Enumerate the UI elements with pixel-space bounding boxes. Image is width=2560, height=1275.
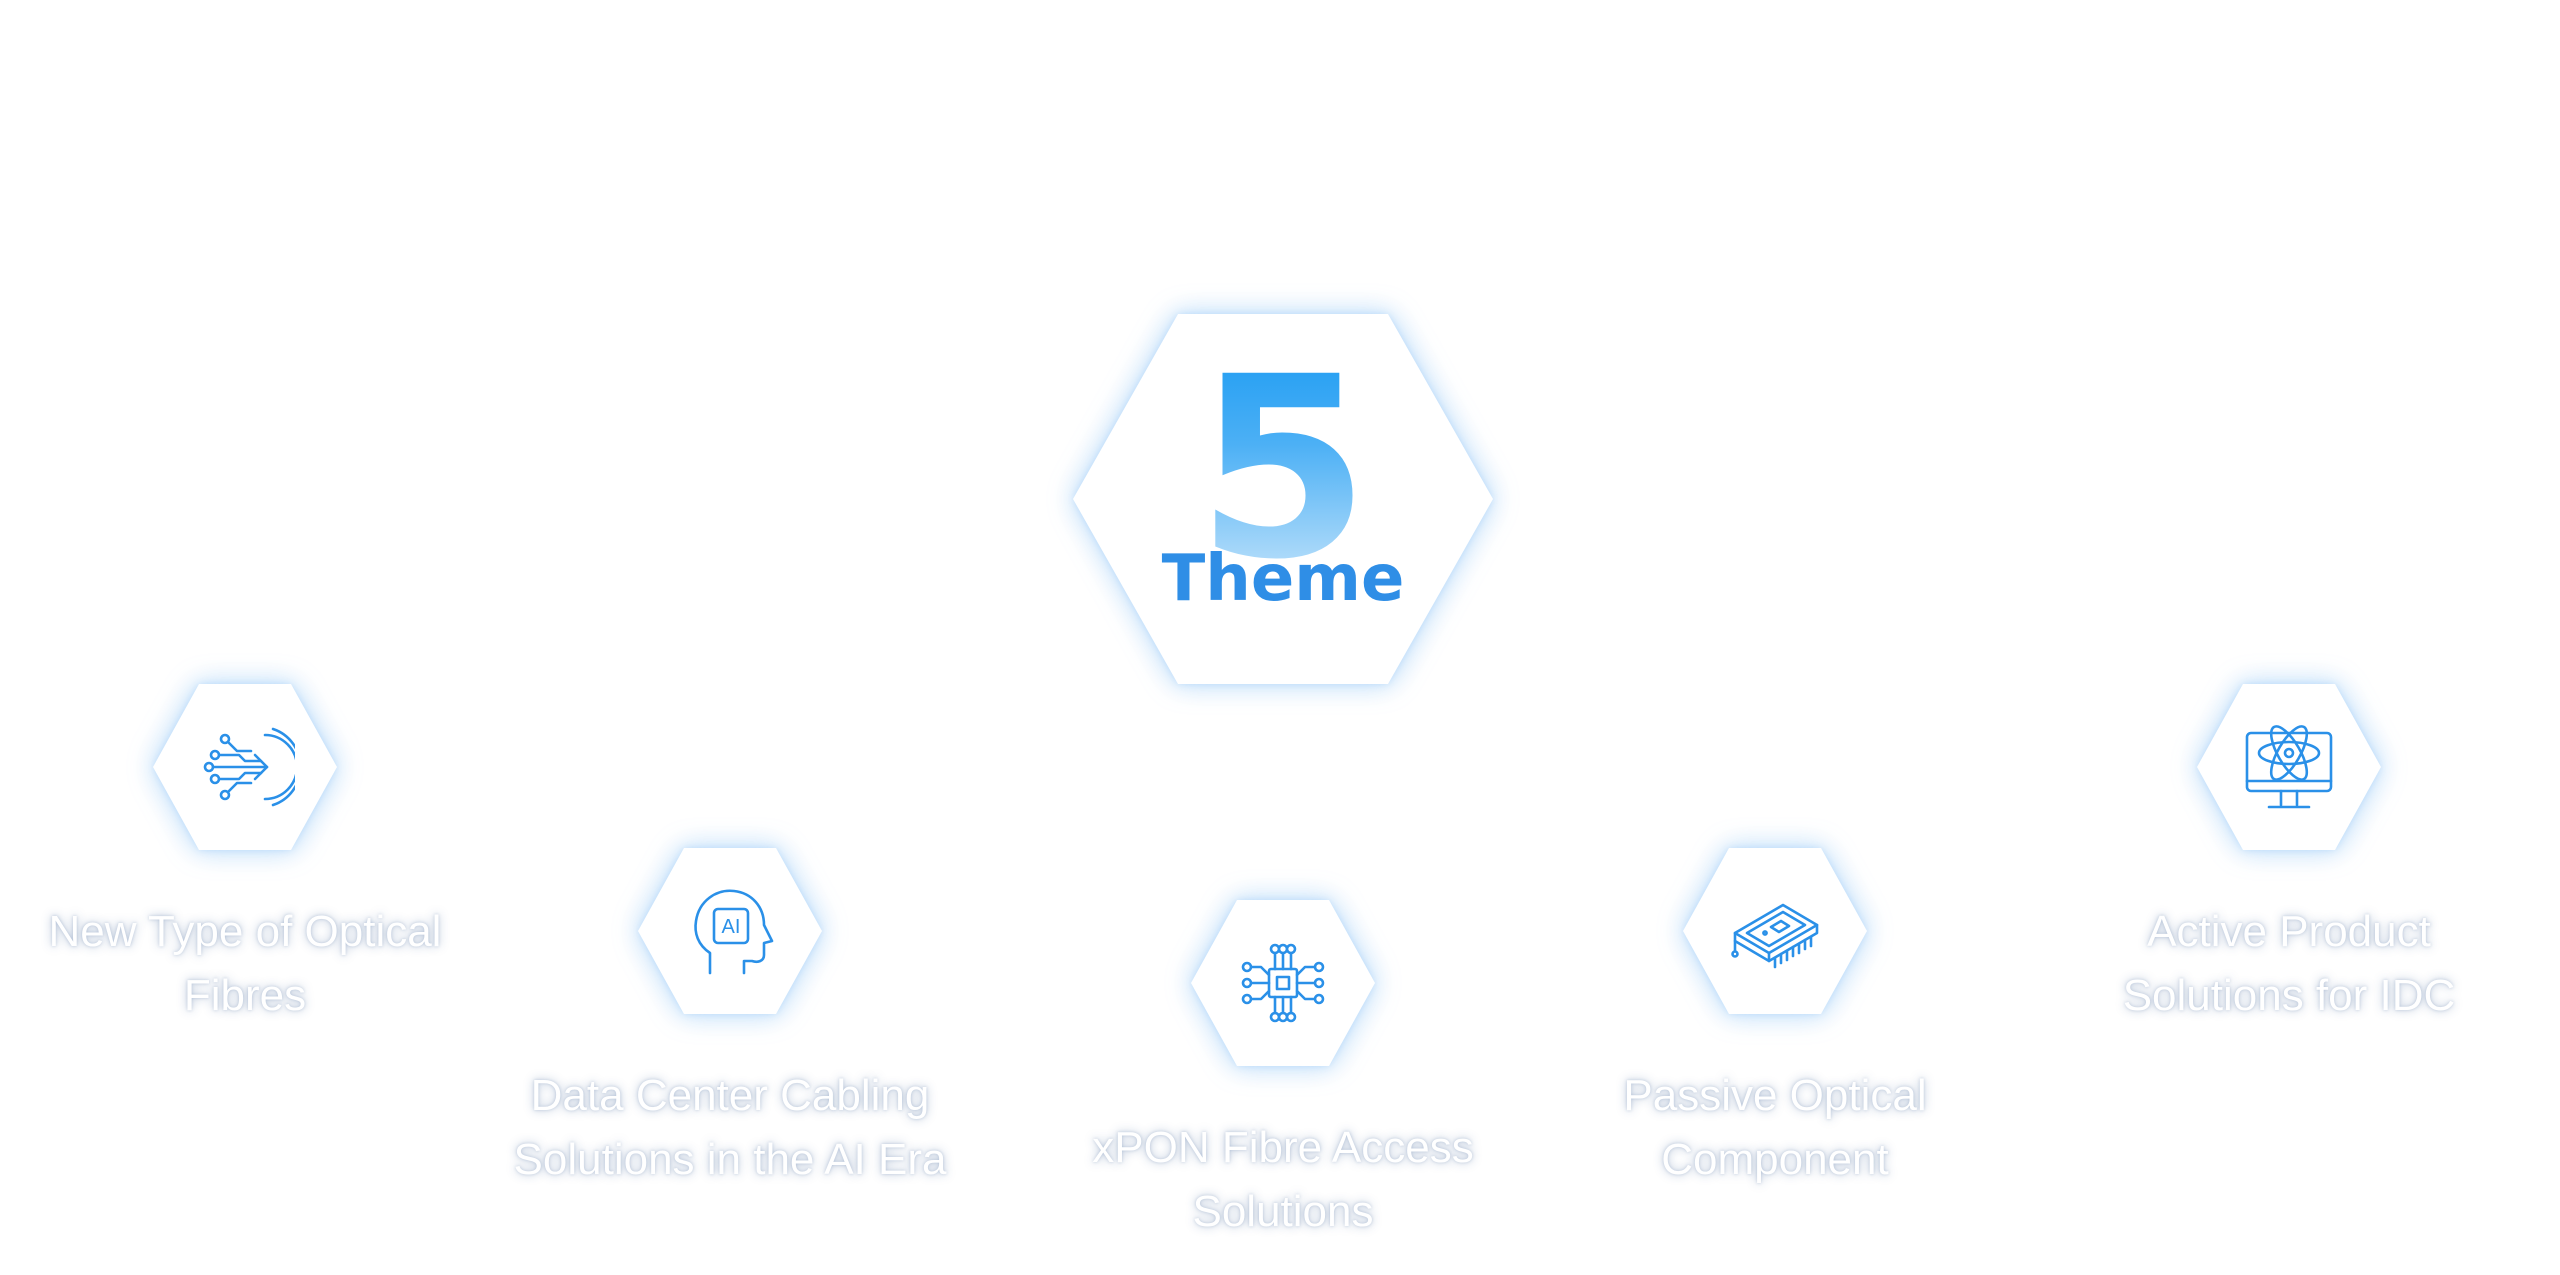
theme-label-active: Active Product Solutions for IDC: [2122, 907, 2456, 1020]
ai-head-icon: AI: [694, 889, 774, 975]
theme-label-data-center: Data Center Cabling Solutions in the AI …: [513, 1071, 947, 1184]
center-hexagon: 5 Theme: [1073, 314, 1493, 684]
theme-hexagon-passive[interactable]: [1683, 848, 1867, 1014]
chip-circuit-icon: [1241, 943, 1325, 1023]
fiber-arrow-icon: [203, 727, 295, 807]
theme-hexagon-xpon[interactable]: [1191, 900, 1375, 1066]
svg-text:AI: AI: [722, 916, 741, 938]
theme-count: 5: [1073, 344, 1493, 594]
theme-heading: Theme: [1161, 542, 1405, 616]
theme-hexagon-new-fibres[interactable]: [153, 684, 337, 850]
theme-label-xpon: xPON Fibre Access Solutions: [1092, 1123, 1474, 1236]
theme-hexagon-active[interactable]: [2197, 684, 2381, 850]
theme-hexagon-data-center[interactable]: AI: [638, 848, 822, 1014]
optical-module-icon: [1731, 903, 1819, 969]
atom-monitor-icon: [2245, 725, 2333, 809]
theme-label-new-fibres: New Type of Optical Fibres: [48, 907, 442, 1020]
theme-label-passive: Passive Optical Component: [1623, 1071, 1927, 1184]
